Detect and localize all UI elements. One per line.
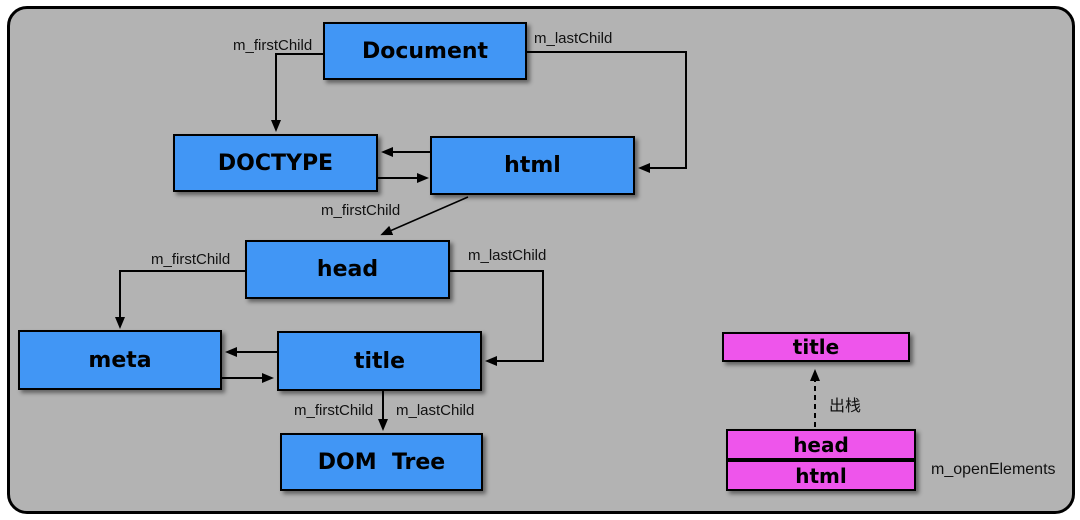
node-head: head [245, 240, 450, 299]
node-dom-tree-label: DOM Tree [317, 449, 446, 475]
stack-popped-label: title [792, 335, 840, 359]
label-head-firstchild: m_firstChild [151, 251, 231, 268]
stack-item-html: html [726, 460, 916, 491]
stack-pop-label: 出栈 [829, 398, 862, 415]
label-head-lastchild: m_lastChild [468, 247, 547, 264]
stack-item-head-label: head [793, 432, 849, 457]
node-doctype: DOCTYPE [173, 134, 378, 192]
label-html-firstchild: m_firstChild [321, 202, 401, 219]
node-title: title [277, 331, 482, 391]
label-document-lastchild: m_lastChild [534, 30, 613, 47]
node-html-label: html [504, 153, 561, 178]
node-head-label: head [316, 257, 379, 282]
label-document-firstchild: m_firstChild [233, 37, 313, 54]
open-elements-stack: head html [726, 429, 916, 491]
node-doctype-label: DOCTYPE [217, 150, 334, 176]
label-title-lastchild: m_lastChild [396, 402, 475, 419]
node-title-label: title [353, 348, 406, 374]
stack-item-head: head [726, 429, 916, 460]
label-title-firstchild: m_firstChild [294, 402, 374, 419]
node-html: html [430, 136, 635, 195]
node-document: Document [323, 22, 527, 80]
node-document-label: Document [361, 38, 489, 64]
node-meta: meta [18, 330, 222, 390]
stack-caption: m_openElements [931, 461, 1056, 478]
stack-popped-node-title: title [722, 332, 910, 362]
node-meta-label: meta [88, 347, 152, 373]
stack-item-html-label: html [795, 463, 847, 488]
node-dom-tree: DOM Tree [280, 433, 483, 491]
